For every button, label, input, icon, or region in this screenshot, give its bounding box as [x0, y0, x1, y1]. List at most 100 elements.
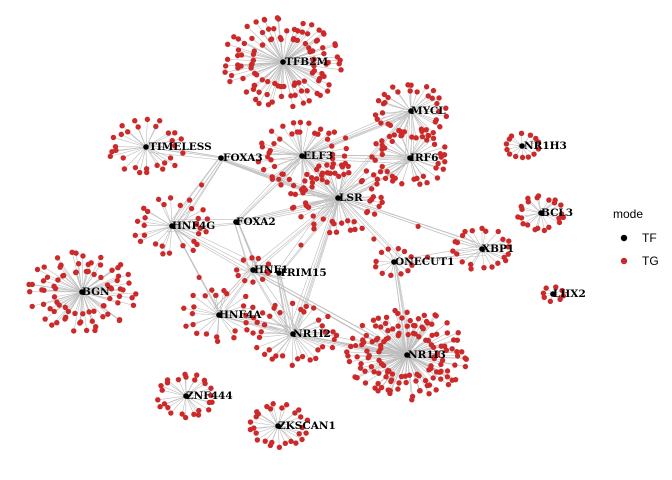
target-gene-node: [177, 202, 183, 209]
hub-link-edge: [276, 194, 333, 272]
hub-target-edge: [381, 140, 411, 159]
target-gene-node: [195, 215, 201, 222]
target-gene-node: [186, 197, 193, 203]
target-gene-node: [71, 328, 77, 334]
target-gene-node: [243, 320, 249, 326]
hub-target-edge: [410, 110, 447, 117]
target-gene-node: [158, 382, 164, 389]
target-gene-node: [191, 304, 197, 310]
target-gene-node: [297, 119, 304, 126]
hub-target-edge: [292, 333, 311, 361]
hub-target-edge: [406, 349, 447, 356]
target-gene-node: [326, 229, 333, 236]
hub-target-edge: [277, 425, 286, 444]
target-gene-node: [304, 417, 311, 423]
target-gene-node: [369, 154, 375, 160]
hub-target-edge: [410, 110, 417, 138]
target-gene-node: [116, 317, 123, 323]
target-gene-node: [271, 26, 277, 32]
hub-target-edge: [409, 138, 434, 159]
target-gene-node: [524, 222, 531, 228]
hub-target-edge: [406, 354, 421, 391]
target-gene-node: [338, 67, 344, 73]
target-gene-node: [152, 241, 159, 247]
hub-target-edge: [277, 425, 292, 442]
target-gene-node: [154, 162, 160, 169]
target-gene-node: [405, 331, 411, 338]
hub-target-edge: [81, 282, 130, 293]
target-gene-node: [292, 92, 298, 98]
target-gene-node: [375, 380, 381, 387]
target-gene-node: [383, 314, 390, 321]
target-gene-node: [345, 218, 351, 224]
hub-target-edge: [282, 126, 303, 157]
hub-target-edge: [113, 137, 147, 148]
hub-target-edge: [540, 212, 560, 219]
tf-node-onecut1: [391, 259, 397, 265]
target-gene-node: [321, 50, 327, 57]
hub-target-edge: [301, 131, 335, 157]
target-gene-node: [279, 405, 285, 411]
target-gene-node: [559, 287, 565, 294]
target-gene-node: [375, 315, 382, 321]
target-gene-node: [432, 119, 439, 125]
target-gene-node: [426, 367, 432, 373]
target-gene-node: [262, 438, 268, 444]
hub-target-edge: [406, 324, 433, 356]
hub-target-edge: [387, 157, 411, 172]
hub-link-edge: [304, 110, 418, 157]
target-gene-node: [556, 219, 563, 226]
tf-node-hnf1: [250, 267, 256, 273]
hub-target-edge: [393, 261, 412, 266]
target-gene-node: [251, 70, 258, 76]
target-gene-node: [430, 135, 437, 141]
target-gene-node: [505, 244, 512, 250]
hub-target-edge: [171, 225, 199, 234]
hub-target-edge: [292, 333, 337, 336]
target-gene-node: [449, 377, 455, 383]
target-gene-node: [500, 236, 506, 243]
target-gene-node: [114, 277, 120, 284]
target-gene-node: [259, 29, 266, 36]
hub-target-edge: [282, 33, 308, 63]
tf-node-foxa2: [233, 219, 239, 225]
target-gene-node: [199, 182, 205, 188]
hub-target-edge: [481, 248, 485, 268]
target-gene-node: [357, 365, 364, 371]
hub-link-edge: [216, 313, 288, 331]
hub-target-edge: [121, 134, 147, 148]
target-gene-node: [279, 353, 286, 359]
target-gene-node: [354, 354, 360, 360]
target-gene-node: [326, 130, 332, 136]
target-gene-node: [51, 308, 57, 315]
target-gene-node: [406, 372, 413, 378]
hub-target-edge: [410, 110, 436, 123]
hub-target-edge: [410, 97, 433, 112]
target-gene-node: [479, 225, 485, 232]
target-gene-node: [379, 163, 385, 170]
hub-target-edge: [302, 192, 339, 199]
target-gene-node: [329, 344, 336, 351]
target-gene-node: [310, 305, 317, 311]
hub-target-edge: [337, 197, 363, 229]
hub-target-edge: [282, 61, 294, 107]
tf-label-mycl: MYCL: [411, 105, 446, 117]
target-gene-node: [47, 305, 53, 312]
target-gene-node: [166, 250, 173, 256]
target-gene-node: [276, 444, 283, 450]
target-gene-node: [65, 308, 72, 315]
hub-link-edge: [221, 153, 303, 158]
target-gene-node: [389, 178, 396, 184]
target-gene-node: [296, 407, 302, 413]
hub-target-edge: [282, 24, 312, 63]
tf-node-nr1h3: [519, 143, 525, 149]
target-gene-node: [244, 327, 250, 333]
target-gene-node: [360, 339, 367, 346]
hub-target-edge: [292, 333, 303, 357]
target-gene-node: [58, 262, 64, 268]
tf-label-bgn: BGN: [82, 286, 110, 298]
target-gene-node: [208, 385, 214, 391]
target-gene-node: [417, 181, 423, 187]
hub-target-edge: [292, 311, 305, 335]
hub-target-edge: [282, 61, 313, 74]
